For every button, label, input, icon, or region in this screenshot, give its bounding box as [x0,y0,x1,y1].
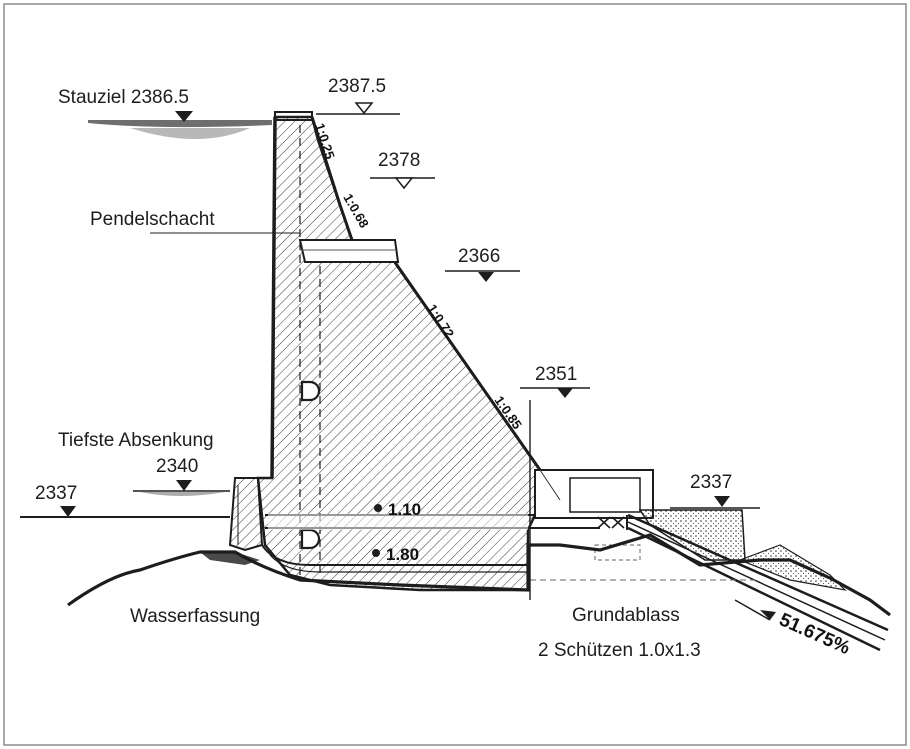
gallery-d-lower [300,528,321,550]
dashed-chamber [594,544,641,561]
label-2366: 2366 [458,246,500,267]
downstream-face-upper [310,116,354,241]
pipe-lower-bottom [269,554,528,573]
right-slope-fill [738,544,847,591]
marker-2378 [394,177,414,190]
downstream-face-lower [390,257,542,471]
label-2351: 2351 [535,364,577,385]
gradient-arrow-head [760,610,776,620]
ground-rock [200,552,260,565]
upstream-face [270,116,277,479]
marker-2337-right [714,496,730,507]
gallery-d-upper [300,380,321,402]
marker-2387 [354,102,374,115]
marker-2351 [557,388,573,398]
marker-2366 [478,272,494,282]
label-gradient: 51.675% [776,609,853,659]
label-stauziel: Stauziel 2386.5 [58,87,189,108]
intake-structure [228,477,264,552]
label-wasserfassung: Wasserfassung [130,606,260,627]
crest-platform [274,111,313,121]
label-2337-left: 2337 [35,483,77,504]
reservoir-shading [130,128,250,139]
label-grundablass: Grundablass [572,605,680,626]
label-pipe-1: 1.10 [388,500,421,519]
upper-gallery [298,239,400,263]
label-schuetzen: 2 Schützen 1.0x1.3 [538,640,701,661]
valve-house-inner [569,477,641,513]
label-2378: 2378 [378,150,420,171]
label-pipe-2: 1.80 [386,545,419,564]
label-pendelschacht: Pendelschacht [90,209,215,230]
label-tiefste-absenkung: Tiefste Absenkung [58,430,214,451]
pipe-lower-top [261,544,528,566]
marker-2340 [176,480,192,491]
outlet-pipe-2 [627,521,886,641]
gate-valves [597,515,628,530]
right-fill-block [638,509,746,561]
label-2340: 2340 [156,456,198,477]
marker-stauziel [175,111,193,122]
outer-border [3,3,907,746]
valve-house [534,469,654,519]
label-crest: 2387.5 [328,76,386,97]
drawdown-water [140,492,225,496]
marker-2337-left [60,506,76,517]
gradient-arrow-line [734,599,771,621]
pipe-marker-2 [372,549,380,557]
label-2337-right: 2337 [690,472,732,493]
pipe-upper-fill [268,514,528,530]
pipe-marker-1 [374,504,382,512]
reservoir-top-water [88,120,272,128]
outlet-pipe-1 [627,513,889,632]
valve-house-hatch [539,469,561,501]
